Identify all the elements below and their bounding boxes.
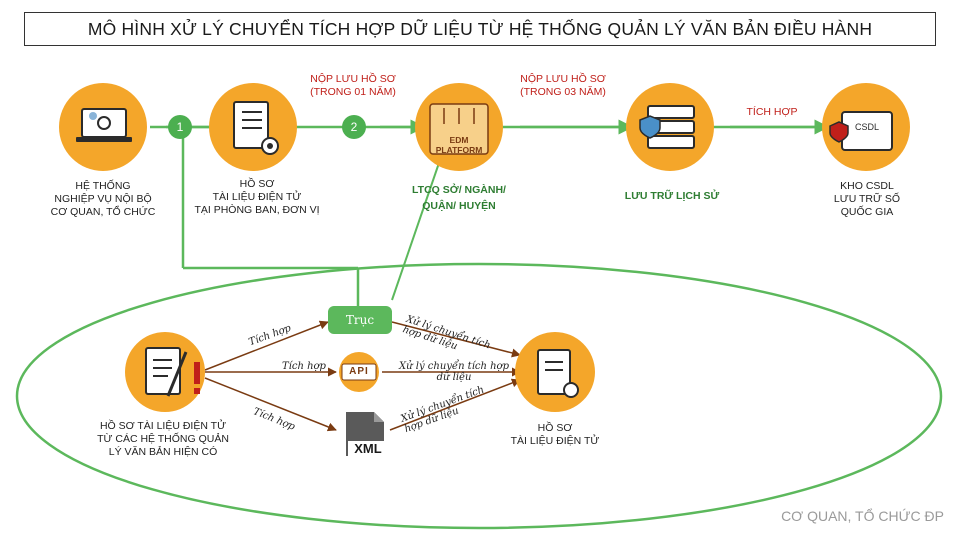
csdl-label: CSDL xyxy=(854,122,879,132)
label-e-records: HỒ SƠ TÀI LIỆU ĐIỆN TỬ xyxy=(510,422,600,447)
edm-label-line1: EDM xyxy=(449,135,469,145)
label-business-system: HỆ THỐNG NGHIỆP VỤ NỘI BỘ CƠ QUAN, TỔ CH… xyxy=(50,180,156,218)
api-icon xyxy=(339,352,379,392)
xml-label: XML xyxy=(348,441,388,456)
brown-line-left-xml xyxy=(204,377,337,432)
local-agency-ellipse xyxy=(15,262,943,530)
step-badge-2: 2 xyxy=(342,115,366,139)
brown-line-hub-right xyxy=(391,321,521,358)
flow-line-hub-edm xyxy=(391,159,441,301)
flow-label-process-mid: Xử lý chuyển tích hợp dữ liệu xyxy=(399,361,509,383)
document-gear-icon xyxy=(209,83,297,171)
edm-label-line2: PLATFORM xyxy=(435,145,483,155)
footer-agency: CƠ QUAN, TỔ CHỨC ĐP xyxy=(781,508,944,524)
label-legacy-records: HỒ SƠ TÀI LIỆU ĐIỆN TỬ TỪ CÁC HỆ THỐNG Q… xyxy=(97,420,229,458)
hub-box: Trục xyxy=(328,306,392,334)
label-integrate: TÍCH HỢP xyxy=(746,106,798,118)
brown-line-xml-right xyxy=(389,378,521,431)
database-shield-icon xyxy=(822,83,910,171)
edm-label: EDM PLATFORM xyxy=(430,135,488,155)
label-submit-1-year: NỘP LƯU HỒ SƠ (TRONG 01 NĂM) xyxy=(310,73,396,98)
label-submit-3-years: NỘP LƯU HỒ SƠ (TRONG 03 NĂM) xyxy=(520,73,606,98)
flow-label-integrate-b: Tích hợp xyxy=(282,361,326,372)
label-national-db: KHO CSDL LƯU TRỮ SỐ QUỐC GIA xyxy=(833,180,901,218)
diagram-title: MÔ HÌNH XỬ LÝ CHUYỂN TÍCH HỢP DỮ LIỆU TỪ… xyxy=(24,12,936,46)
label-edm-archive: LTCQ SỞ/ NGÀNH/ QUẬN/ HUYỆN xyxy=(412,184,506,212)
edm-platform-icon xyxy=(415,83,503,171)
label-dept-records: HỒ SƠ TÀI LIỆU ĐIỆN TỬ TẠI PHÒNG BAN, ĐƠ… xyxy=(194,178,320,216)
label-historical-archive: LƯU TRỮ LỊCH SỬ xyxy=(624,190,720,202)
server-shield-icon xyxy=(626,83,714,171)
brown-line-left-hub xyxy=(204,320,329,371)
document-gear-icon-right xyxy=(515,332,595,412)
laptop-gear-icon xyxy=(59,83,147,171)
step-badge-1: 1 xyxy=(168,115,192,139)
document-pencil-icon xyxy=(125,332,205,412)
api-label: API xyxy=(349,366,369,377)
warning-exclamation-icon xyxy=(194,362,200,394)
